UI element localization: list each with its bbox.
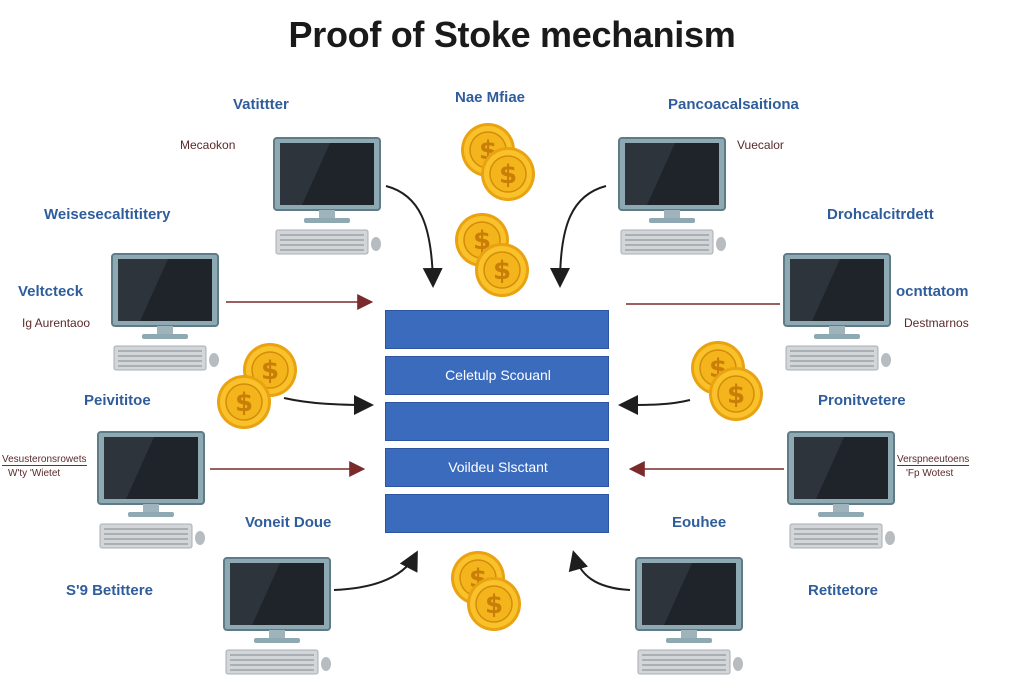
label-top-right-side: Vuecalor bbox=[737, 138, 784, 152]
label-mid-left: Weisesecaltititery bbox=[44, 206, 171, 223]
arrow-icon bbox=[618, 394, 691, 415]
page-title: Proof of Stoke mechanism bbox=[288, 14, 736, 55]
block-bar bbox=[385, 494, 609, 533]
label-low-left-side-a: Vesusteronsrowets bbox=[2, 454, 87, 466]
label-low-left-side-b: W'ty 'Wietet bbox=[8, 468, 61, 479]
label-bottom-right-side: Retitetore bbox=[808, 582, 879, 599]
label-top-left: Vatittter bbox=[233, 96, 289, 113]
label-mid-left-side-a: Veltcteck bbox=[18, 283, 84, 300]
label-low-right-side-b: 'Fp Wotest bbox=[906, 468, 954, 479]
label-bottom-left-side: S'9 Betittere bbox=[66, 582, 153, 599]
label-top-right: Pancoacalsaitiona bbox=[668, 96, 799, 113]
arrow-icon bbox=[385, 185, 443, 288]
label-top-center: Nae Mfiae bbox=[455, 89, 526, 106]
label-mid-right-side-b: Destmarnos bbox=[904, 316, 969, 330]
arrow-icon bbox=[568, 550, 631, 591]
label-bottom-right: Eouhee bbox=[672, 514, 727, 531]
block-bar bbox=[385, 402, 609, 441]
label-top-left-side: Mecaokon bbox=[180, 138, 236, 152]
block-bar: Voildeu Slsctant bbox=[385, 448, 609, 487]
block-bar: Celetulp Scouanl bbox=[385, 356, 609, 395]
label-mid-right-side-a: ocnttatom bbox=[896, 283, 969, 300]
label-mid-left-side-b: Ig Aurentaoo bbox=[22, 316, 91, 330]
block-bar-label: Voildeu Slsctant bbox=[448, 459, 548, 475]
arrow-icon bbox=[333, 550, 418, 591]
block-bar-label: Celetulp Scouanl bbox=[445, 367, 551, 383]
label-low-left: Peivititoe bbox=[84, 392, 151, 409]
arrow-icon bbox=[550, 185, 607, 288]
label-mid-right: Drohcalcitrdett bbox=[827, 206, 934, 223]
block-bar bbox=[385, 310, 609, 349]
label-low-right-side-a: Verspneeutoens bbox=[897, 454, 970, 466]
arrow-icon bbox=[283, 394, 374, 415]
label-bottom-left: Voneit Doue bbox=[245, 514, 332, 531]
label-low-right: Pronitvetere bbox=[818, 392, 906, 409]
